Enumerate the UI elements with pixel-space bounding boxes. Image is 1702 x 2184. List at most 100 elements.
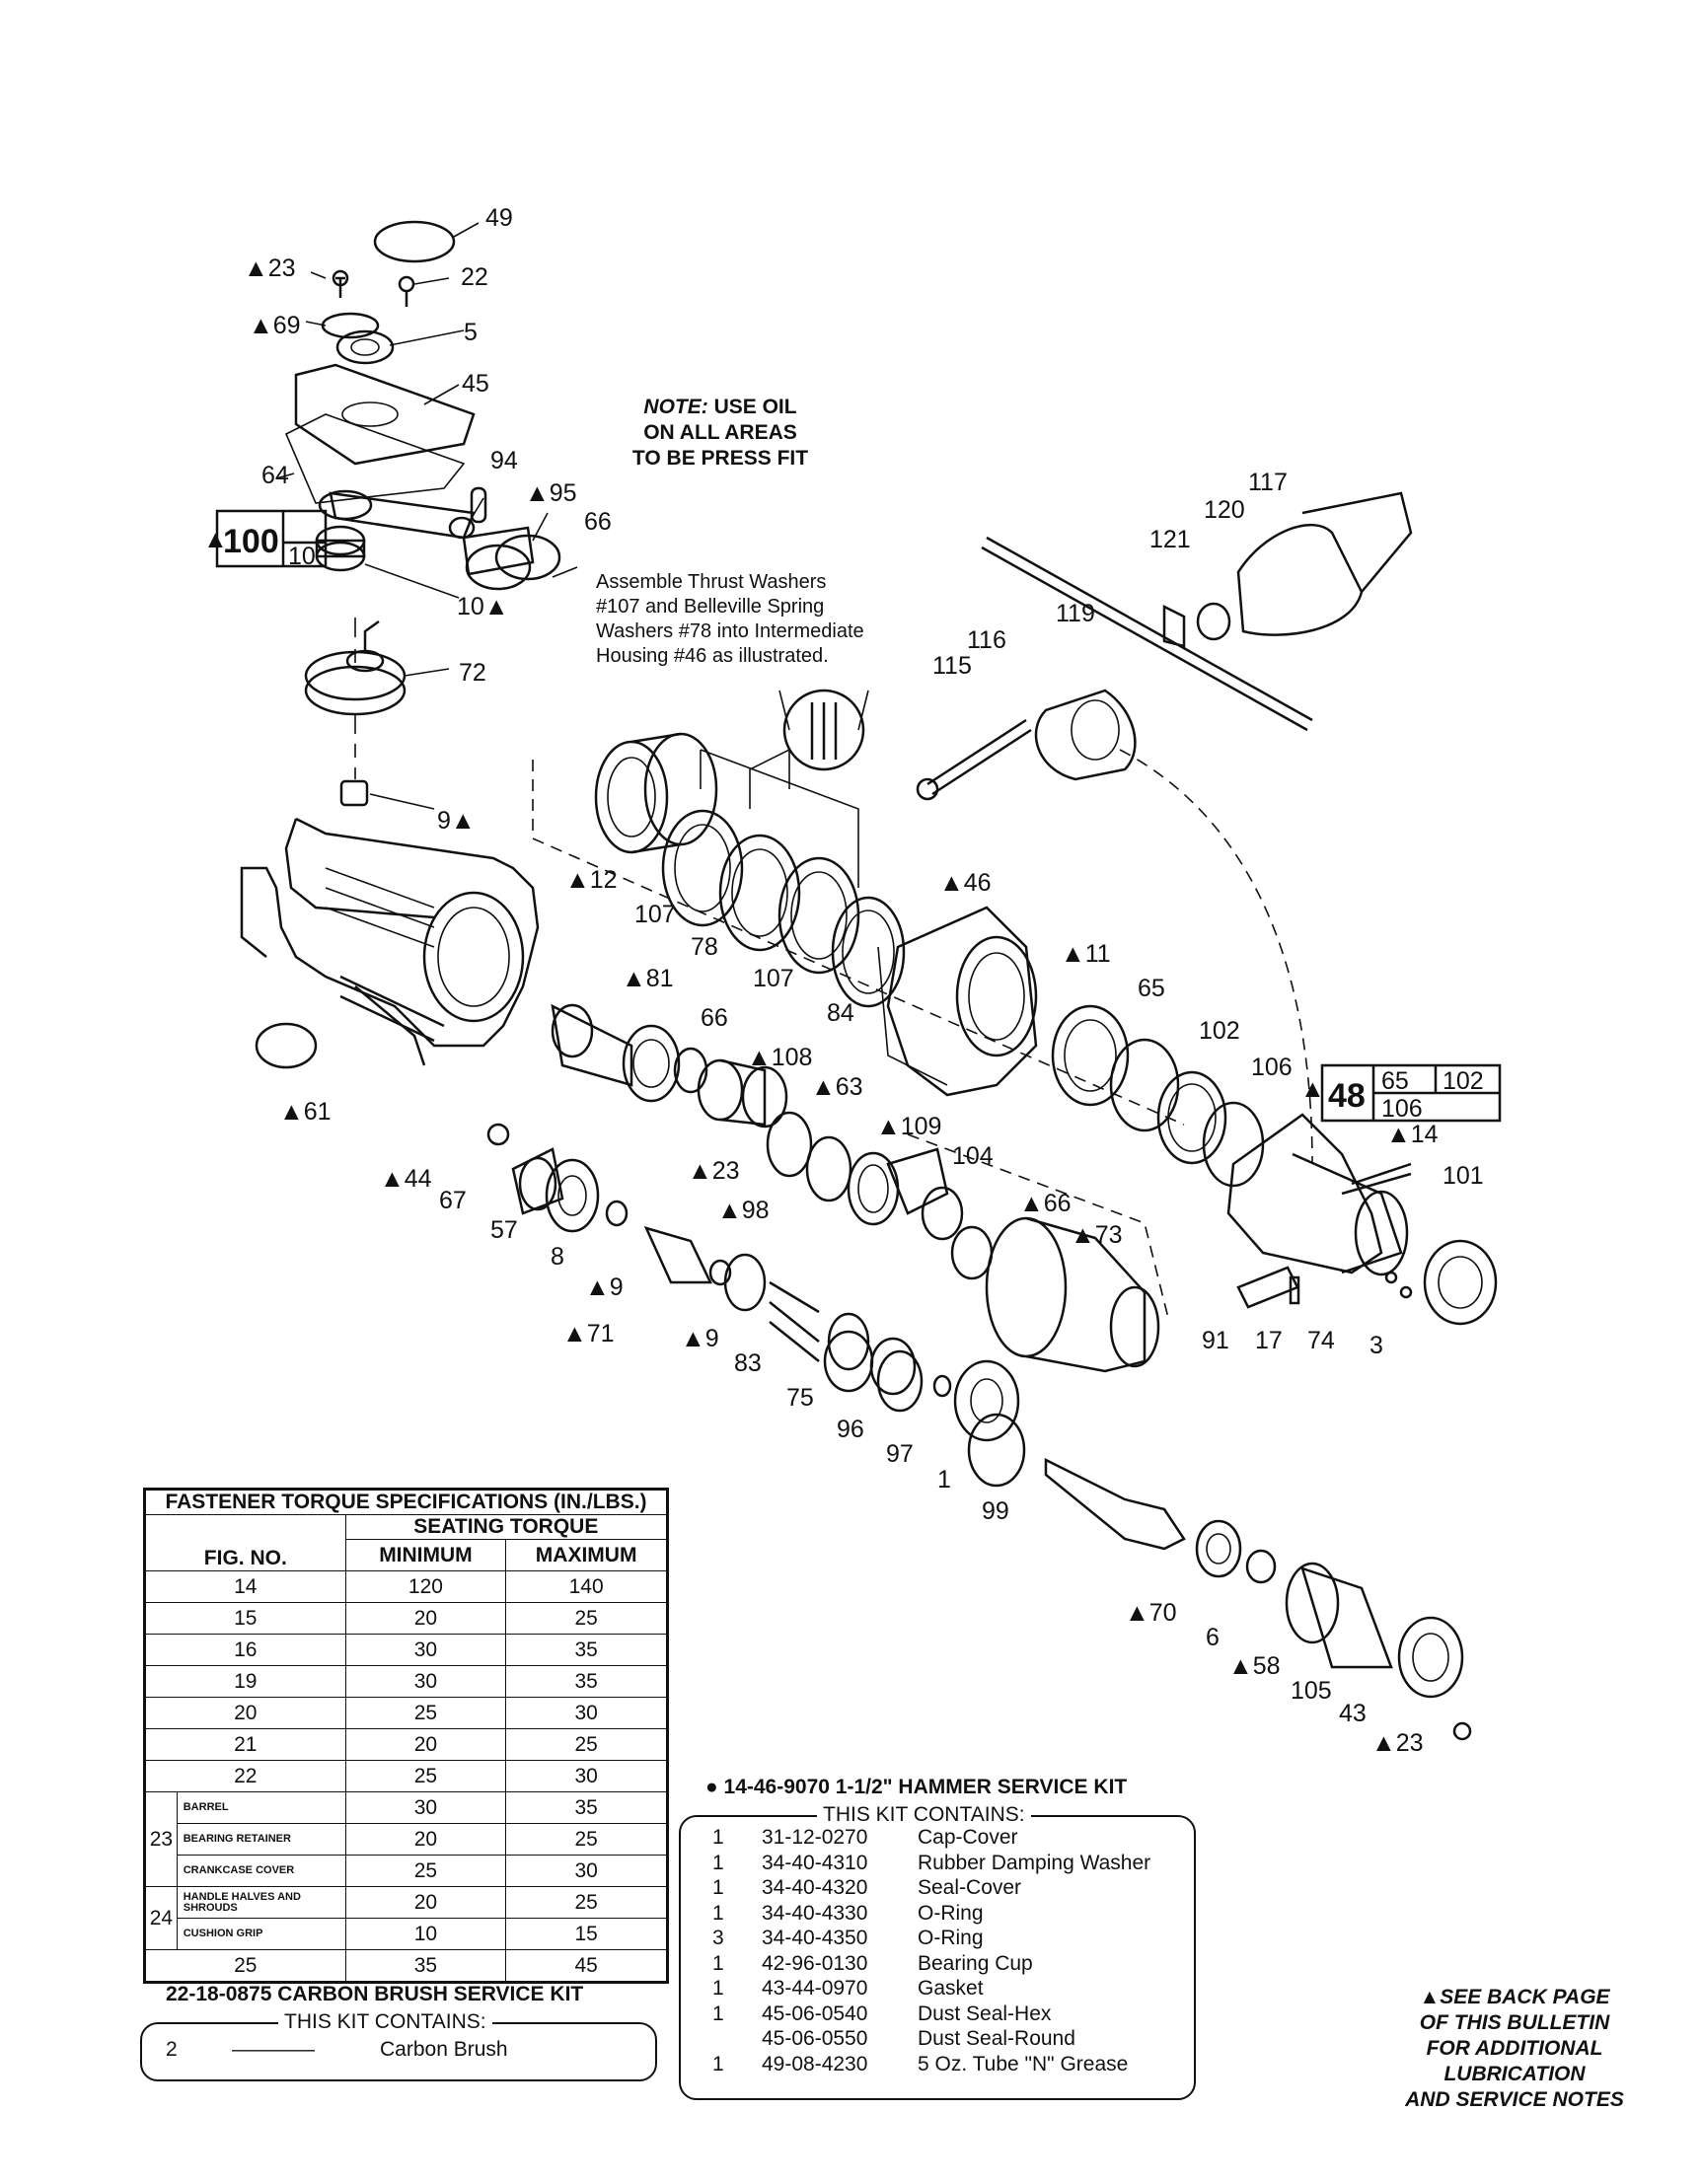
callout-5: 5 [464,319,478,346]
svg-text:▲: ▲ [1300,1075,1325,1103]
callout-57: 57 [490,1216,518,1244]
callout-107a: 107 [634,901,676,928]
callout-96: 96 [837,1416,864,1443]
kit-box-100: ▲ 100 10 [203,509,328,570]
assembly-instruction: Assemble Thrust Washers #107 and Bellevi… [596,571,864,667]
callout-95: ▲95 [525,479,577,507]
callout-9c: ▲9 [681,1325,719,1352]
box-48-sub2: 102 [1443,1067,1484,1095]
callout-17: 17 [1255,1327,1283,1354]
torque-spec-table: FASTENER TORQUE SPECIFICATIONS (IN./LBS.… [143,1488,669,1984]
torque-table-title: FASTENER TORQUE SPECIFICATIONS (IN./LBS.… [144,1489,668,1515]
callout-66c: ▲66 [1019,1190,1072,1217]
callout-44: ▲44 [380,1165,432,1193]
callout-46: ▲46 [939,869,992,897]
hammer-kit-part: 34-40-4310 [762,1851,868,1874]
hammer-kit-part: 45-06-0540 [762,2002,868,2025]
see-back-page-note: ▲SEE BACK PAGE OF THIS BULLETIN FOR ADDI… [1405,1986,1624,2111]
hammer-kit-desc: Bearing Cup [918,1951,1033,1975]
callout-23b: ▲23 [688,1157,740,1185]
callout-22: 22 [461,263,488,291]
callout-72: 72 [459,659,486,687]
callout-64: 64 [261,462,289,489]
callout-66b: 66 [701,1004,728,1032]
hammer-kit-part: 45-06-0550 [762,2027,868,2050]
hammer-kit-qty: 1 [712,1977,724,2000]
callout-108: ▲108 [747,1044,812,1071]
callout-73: ▲73 [1071,1221,1123,1249]
table-row: 24 HANDLE HALVES AND SHROUDS 20 25 [144,1886,668,1950]
table-row: CRANKCASE COVER 25 30 [145,1855,668,1887]
hammer-kit-desc: 5 Oz. Tube "N" Grease [918,2052,1129,2075]
hammer-kit-part: 31-12-0270 [762,1826,868,1849]
hammer-kit-desc: Seal-Cover [918,1876,1022,1899]
crank-assembly [275,220,578,810]
callout-74: 74 [1307,1327,1335,1354]
callout-109: ▲109 [876,1113,941,1140]
hammer-kit-part: 34-40-4350 [762,1927,868,1949]
callout-121: 121 [1149,526,1191,553]
callout-106: 106 [1251,1054,1293,1081]
box-100-main: 100 [223,523,279,560]
box-48-main: 48 [1328,1077,1366,1115]
hammer-kit-desc: O-Ring [918,1901,984,1925]
col-fig-no: FIG. NO. [144,1514,346,1571]
table-row: CUSHION GRIP 10 15 [145,1918,668,1950]
callout-120: 120 [1204,496,1245,524]
callout-69: ▲69 [249,312,301,339]
callout-61: ▲61 [279,1098,332,1126]
callout-23c: ▲23 [1371,1729,1424,1757]
table-row: 23 BARREL 30 35 [144,1791,668,1887]
callout-70: ▲70 [1125,1599,1177,1627]
callout-102: 102 [1199,1017,1240,1045]
callout-75: 75 [786,1384,814,1412]
callout-81: ▲81 [622,965,674,992]
table-row: BEARING RETAINER 20 25 [145,1823,668,1856]
callout-23: ▲23 [244,255,296,282]
col-minimum: MINIMUM [344,1539,507,1571]
spindle-parts [486,1113,1498,1741]
hammer-kit-part: 42-96-0130 [762,1951,868,1975]
hammer-kit-qty: 1 [712,1826,724,1849]
hammer-kit-qty: 3 [712,1927,724,1949]
callout-11: ▲11 [1061,940,1111,968]
callout-1: 1 [937,1466,951,1493]
hammer-kit-part: 49-08-4230 [762,2052,868,2075]
carbon-kit-contains: THIS KIT CONTAINS: [278,2010,492,2034]
callout-58: ▲58 [1228,1652,1281,1680]
callouts: 49 22 ▲23 ▲69 5 45 64 94 ▲95 66 10▲ 72 9… [244,204,1484,1757]
callout-49: 49 [485,204,513,232]
box-100-sub: 10 [288,543,316,570]
hammer-kit-qty: 1 [712,2002,724,2025]
svg-text:▲: ▲ [203,526,228,553]
carbon-kit-title: 22-18-0875 CARBON BRUSH SERVICE KIT [166,1983,584,2005]
callout-66a: 66 [584,508,612,536]
carbon-kit-qty: 2 [166,2038,178,2061]
col-maximum: MAXIMUM [505,1539,668,1571]
hammer-kit-part: 34-40-4320 [762,1876,868,1899]
callout-98: ▲98 [717,1197,770,1224]
hammer-kit-part: 43-44-0970 [762,1977,868,2000]
hammer-kit-qty: 1 [712,1951,724,1975]
callout-8: 8 [551,1243,564,1271]
callout-83: 83 [734,1349,762,1377]
callout-43: 43 [1339,1700,1367,1727]
carbon-kit-dash: ———— [232,2038,315,2061]
seating-torque-header: SEATING TORQUE [344,1514,669,1540]
callout-65: 65 [1138,975,1165,1002]
callout-99: 99 [982,1497,1009,1525]
callout-67: 67 [439,1187,467,1214]
note-label: NOTE: [643,396,708,418]
callout-94: 94 [490,447,518,474]
callout-12: ▲12 [565,866,618,894]
hammer-kit-contains: THIS KIT CONTAINS: [817,1803,1031,1827]
hammer-kit-qty: 1 [712,1876,724,1899]
callout-9b: ▲9 [585,1274,624,1301]
callout-84: 84 [827,999,854,1027]
